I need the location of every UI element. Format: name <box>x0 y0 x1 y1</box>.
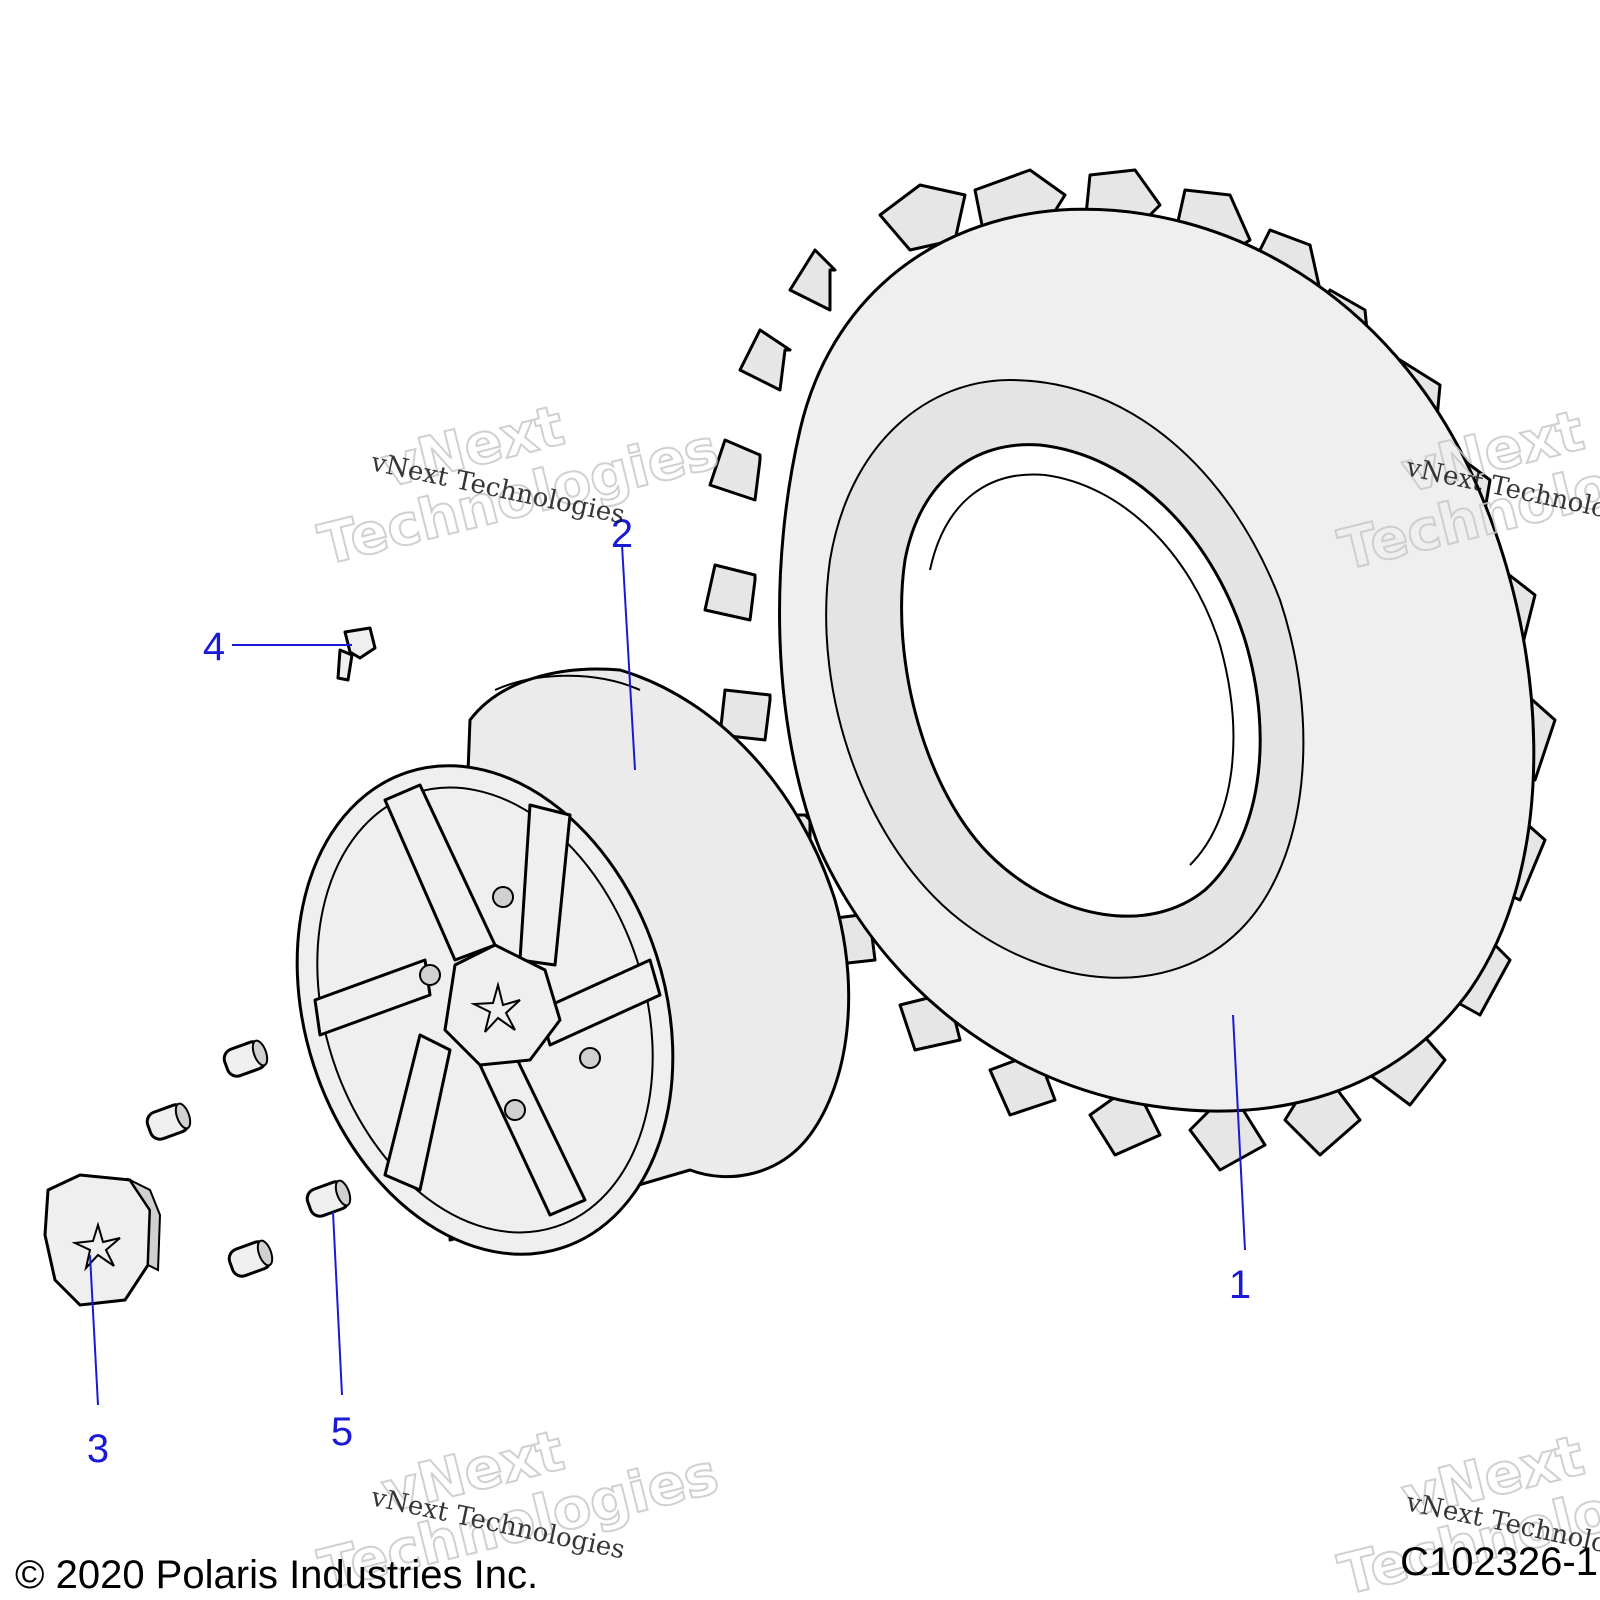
leader-line-5 <box>332 1211 343 1396</box>
hub-star-logo <box>470 981 521 1033</box>
callout-2: 2 <box>611 512 633 556</box>
lug-nut <box>305 1179 352 1218</box>
tire <box>703 168 1557 1172</box>
watermark: vNext Technologies <box>312 392 726 579</box>
callout-1: 1 <box>1229 1263 1251 1307</box>
lug-hole <box>504 1099 526 1121</box>
callout-labels: 1 2 3 4 5 <box>87 512 1251 1471</box>
wheel <box>295 667 851 1256</box>
leader-line-2 <box>621 544 636 771</box>
figure-id: C102326-1 <box>1400 1540 1598 1584</box>
callout-3: 3 <box>87 1427 109 1471</box>
lug-hole <box>419 964 441 986</box>
leader-line-1 <box>1232 1014 1246 1251</box>
lug-hole <box>492 886 514 908</box>
lug-hole <box>579 1047 601 1069</box>
leader-line-3 <box>89 1254 99 1406</box>
tire-bead-opening <box>900 443 1262 918</box>
lug-nut <box>222 1039 269 1078</box>
callout-4: 4 <box>203 625 225 669</box>
lug-nut <box>227 1239 274 1278</box>
leader-lines <box>89 544 1246 1406</box>
copyright-notice: © 2020 Polaris Industries Inc. <box>15 1553 538 1597</box>
lug-nut <box>145 1102 192 1141</box>
lug-nuts <box>145 1039 352 1278</box>
callout-5: 5 <box>331 1410 353 1454</box>
valve-stem <box>336 626 377 682</box>
wheel-spokes <box>313 783 662 1217</box>
center-cap <box>43 1173 162 1307</box>
